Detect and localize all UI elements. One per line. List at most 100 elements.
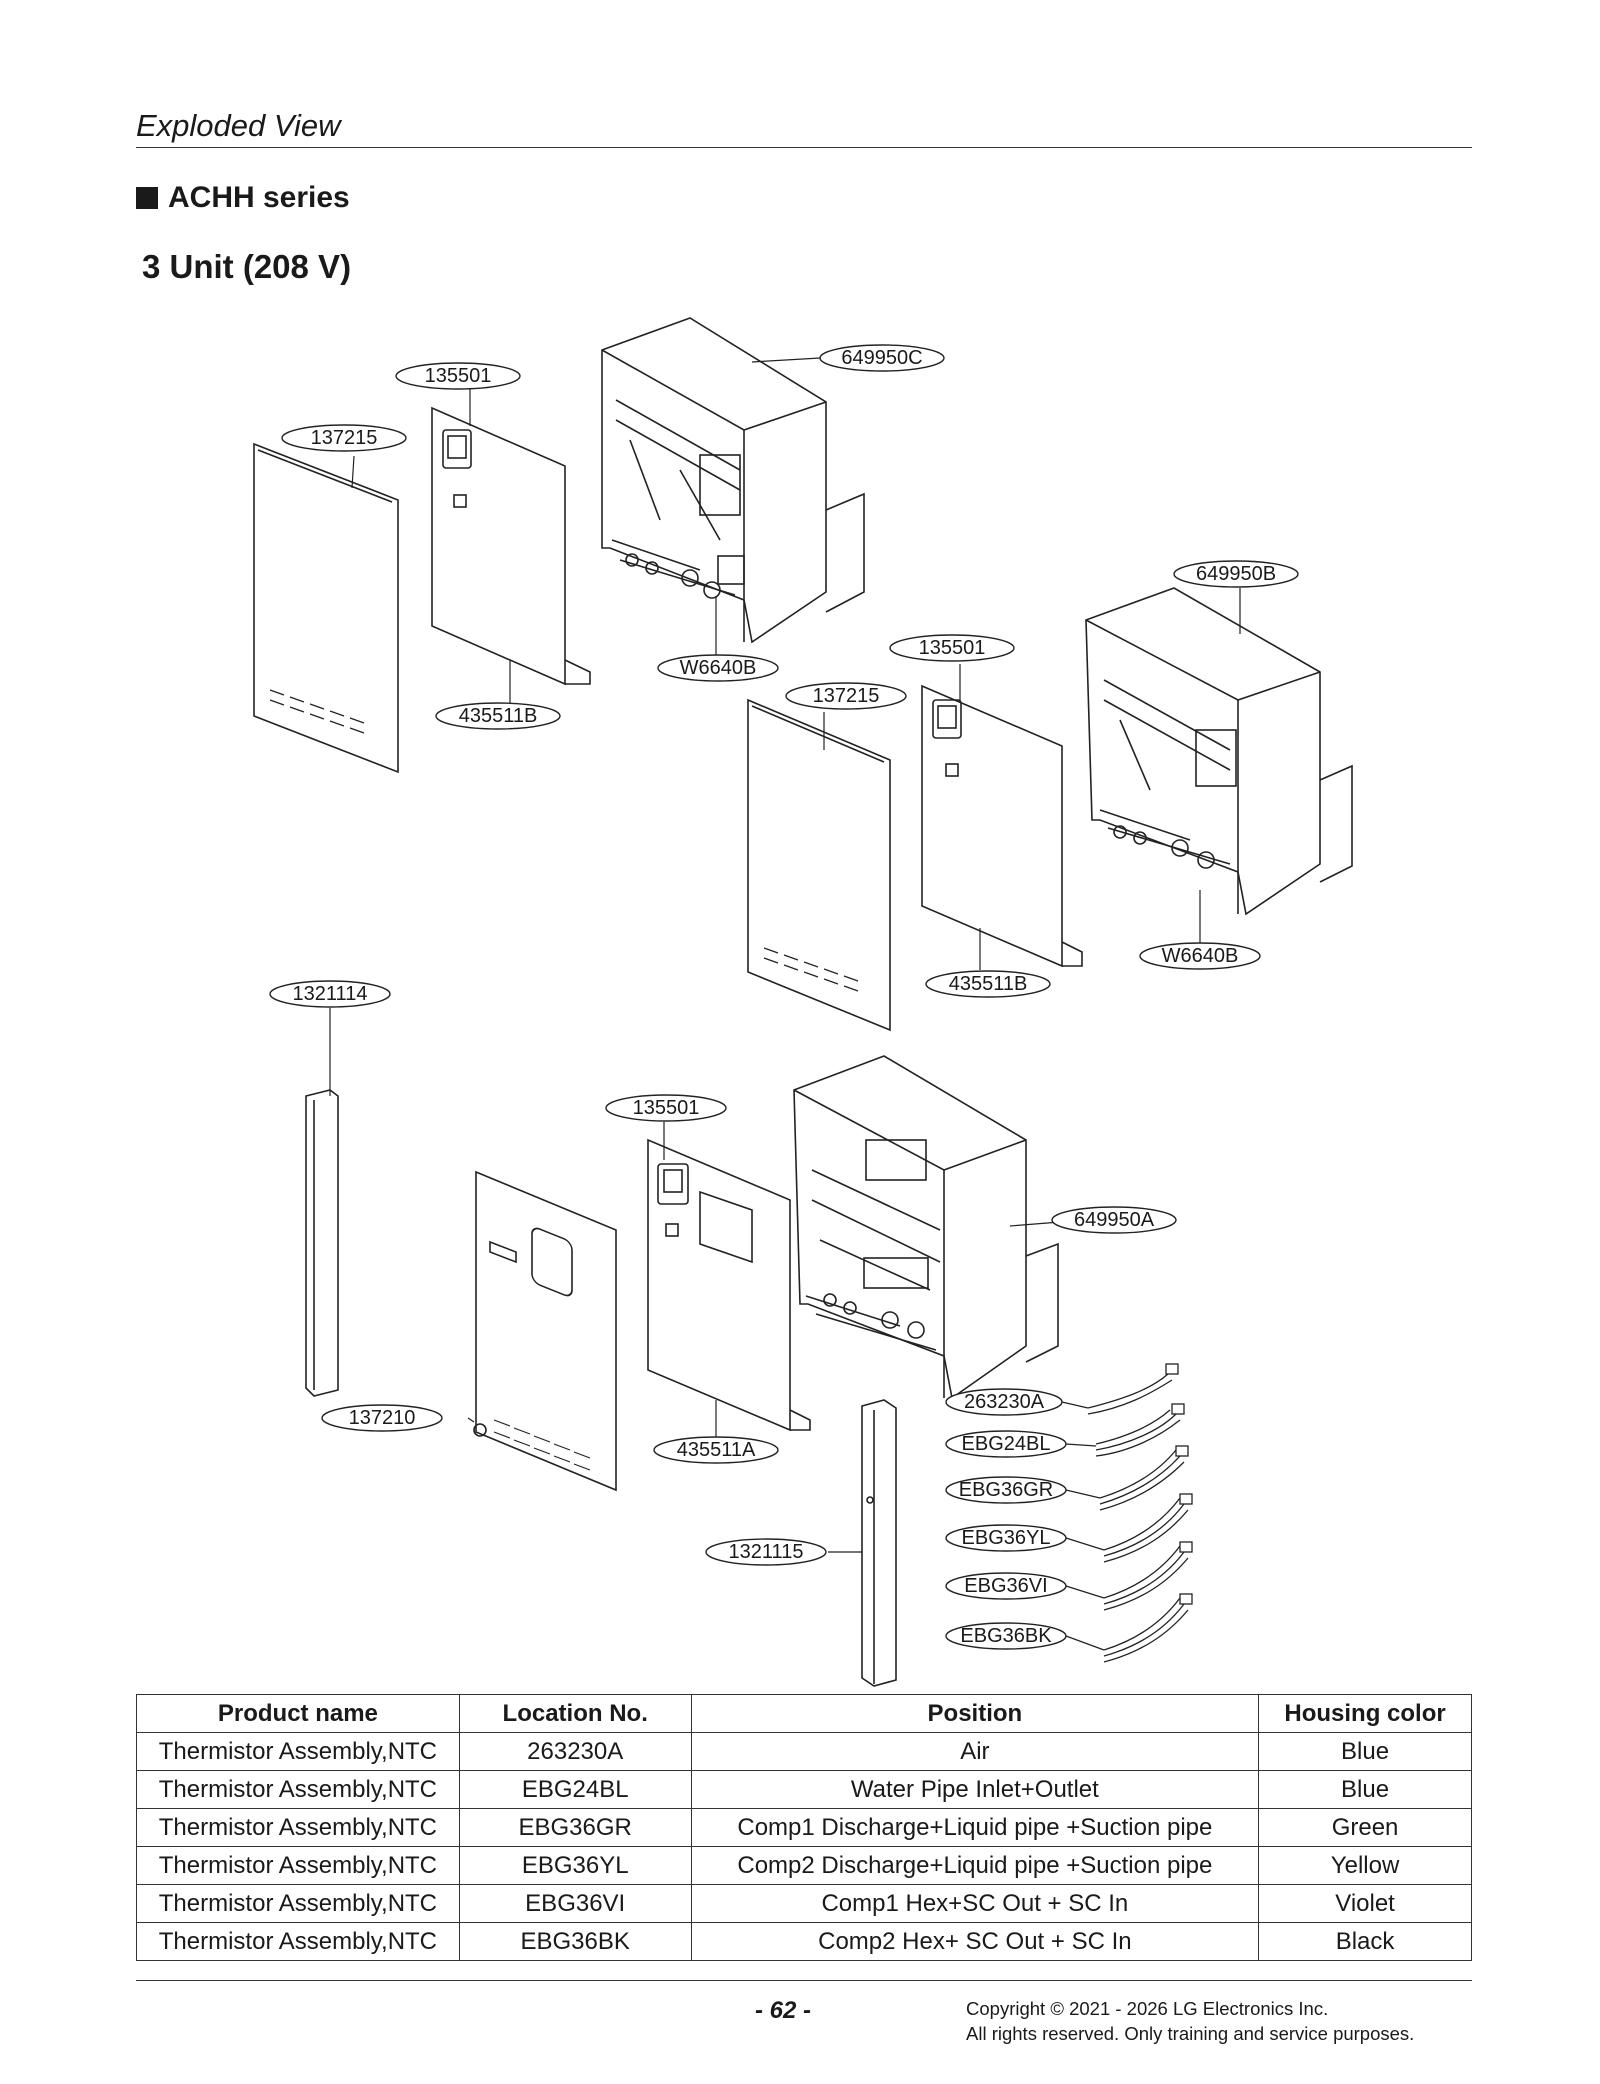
chassis-649950c	[601, 317, 865, 644]
callout-135501-a	[395, 362, 521, 390]
label-ebg36vi: EBG36VI	[964, 1575, 1047, 1597]
series-heading: ACHH series	[136, 181, 350, 215]
cell-location: EBG24BL	[458, 1770, 692, 1809]
cell-product: Thermistor Assembly,NTC	[136, 1770, 460, 1809]
callout-137215-a	[281, 424, 407, 452]
post-1321114	[305, 1089, 339, 1397]
cell-position: Comp2 Hex+ SC Out + SC In	[690, 1922, 1260, 1961]
cell-color: Green	[1258, 1808, 1472, 1847]
cell-color: Black	[1258, 1922, 1472, 1961]
panel-137215-right	[747, 698, 891, 1032]
copyright-line-2: All rights reserved. Only training and s…	[966, 2023, 1415, 2044]
cell-color: Blue	[1258, 1732, 1472, 1771]
callout-ebg36vi	[945, 1572, 1067, 1600]
cell-location: EBG36GR	[458, 1808, 692, 1847]
callout-137210	[321, 1404, 443, 1432]
chassis-649950b	[1085, 587, 1353, 916]
col-header-product: Product name	[136, 1694, 460, 1733]
callout-435511a	[653, 1436, 779, 1464]
label-137215-a: 137215	[311, 427, 378, 449]
callout-649950b	[1173, 560, 1299, 588]
post-1321115	[861, 1399, 897, 1687]
col-header-color: Housing color	[1258, 1694, 1472, 1733]
callout-435511b-b	[925, 970, 1051, 998]
door-137210	[473, 1170, 617, 1492]
label-w6640b-b: W6640B	[1162, 945, 1239, 967]
label-135501-b: 135501	[919, 637, 986, 659]
callout-263230a	[945, 1388, 1063, 1416]
section-header: Exploded View	[136, 108, 341, 143]
panel-435511b-right	[921, 684, 1083, 968]
page-number: - 62 -	[755, 1997, 812, 2024]
series-title: ACHH series	[168, 181, 350, 214]
label-137210: 137210	[349, 1407, 416, 1429]
table-row: Thermistor Assembly,NTC EBG24BL Water Pi…	[136, 1770, 1472, 1809]
label-649950c: 649950C	[841, 347, 922, 369]
cell-product: Thermistor Assembly,NTC	[136, 1846, 460, 1885]
chassis-649950a	[793, 1055, 1059, 1400]
label-435511b-b: 435511B	[949, 973, 1028, 995]
footer-divider	[136, 1980, 1472, 1981]
label-649950a: 649950A	[1074, 1209, 1155, 1231]
cell-position: Comp1 Hex+SC Out + SC In	[690, 1884, 1260, 1923]
leader-lines	[329, 357, 1241, 1651]
cell-location: 263230A	[458, 1732, 692, 1771]
exploded-view-diagram: 649950C 135501 137215 435511B W6640B 649…	[253, 317, 1353, 1687]
label-135501-c: 135501	[633, 1097, 700, 1119]
thermistor-table: Product name Location No. Position Housi…	[136, 1694, 1472, 1961]
col-header-location: Location No.	[458, 1694, 692, 1733]
panel-435511b-top	[431, 406, 591, 686]
callout-w6640b-a	[657, 654, 779, 682]
label-ebg36bk: EBG36BK	[960, 1625, 1052, 1647]
label-ebg36yl: EBG36YL	[962, 1527, 1051, 1549]
label-263230a: 263230A	[964, 1391, 1045, 1413]
label-435511b-a: 435511B	[459, 705, 538, 727]
unit-title: 3 Unit (208 V)	[142, 248, 352, 285]
callout-ebg24bl	[945, 1430, 1067, 1458]
callout-1321114	[269, 980, 391, 1008]
cell-position: Comp2 Discharge+Liquid pipe +Suction pip…	[690, 1846, 1260, 1885]
callout-135501-b	[889, 634, 1015, 662]
table-row: Thermistor Assembly,NTC EBG36GR Comp1 Di…	[136, 1808, 1472, 1847]
callout-ebg36yl	[945, 1524, 1067, 1552]
callout-649950c	[819, 344, 945, 372]
cell-product: Thermistor Assembly,NTC	[136, 1732, 460, 1771]
cell-location: EBG36YL	[458, 1846, 692, 1885]
label-1321114: 1321114	[293, 983, 368, 1005]
callout-w6640b-b	[1139, 942, 1261, 970]
cell-product: Thermistor Assembly,NTC	[136, 1922, 460, 1961]
table-row: Thermistor Assembly,NTC EBG36YL Comp2 Di…	[136, 1846, 1472, 1885]
label-w6640b-a: W6640B	[680, 657, 757, 679]
table-row: Thermistor Assembly,NTC EBG36VI Comp1 He…	[136, 1884, 1472, 1923]
label-135501-a: 135501	[425, 365, 492, 387]
cell-position: Comp1 Discharge+Liquid pipe +Suction pip…	[690, 1808, 1260, 1847]
label-1321115: 1321115	[729, 1541, 804, 1563]
panel-435511a	[647, 1138, 811, 1432]
copyright-line-1: Copyright © 2021 - 2026 LG Electronics I…	[966, 1998, 1329, 2019]
header-divider	[136, 147, 1472, 148]
table-row: Thermistor Assembly,NTC 263230A Air Blue	[136, 1732, 1472, 1771]
table-header-row: Product name Location No. Position Housi…	[136, 1694, 1472, 1733]
cell-color: Yellow	[1258, 1846, 1472, 1885]
callout-435511b-a	[435, 702, 561, 730]
cell-position: Air	[690, 1732, 1260, 1771]
label-649950b: 649950B	[1196, 563, 1276, 585]
cell-location: EBG36VI	[458, 1884, 692, 1923]
thermistor-harnesses	[1087, 1363, 1193, 1663]
cell-position: Water Pipe Inlet+Outlet	[690, 1770, 1260, 1809]
cell-color: Blue	[1258, 1770, 1472, 1809]
callout-137215-b	[785, 682, 907, 710]
callout-649950a	[1051, 1206, 1177, 1234]
cell-color: Violet	[1258, 1884, 1472, 1923]
col-header-position: Position	[690, 1694, 1260, 1733]
callout-135501-c	[605, 1094, 727, 1122]
callout-1321115	[705, 1538, 827, 1566]
callout-ebg36bk	[945, 1622, 1067, 1650]
label-ebg36gr: EBG36GR	[959, 1479, 1053, 1501]
panel-137215-top	[253, 442, 399, 774]
cell-product: Thermistor Assembly,NTC	[136, 1884, 460, 1923]
cell-location: EBG36BK	[458, 1922, 692, 1961]
label-ebg24bl: EBG24BL	[962, 1433, 1051, 1455]
label-435511a: 435511A	[677, 1439, 756, 1461]
cell-product: Thermistor Assembly,NTC	[136, 1808, 460, 1847]
